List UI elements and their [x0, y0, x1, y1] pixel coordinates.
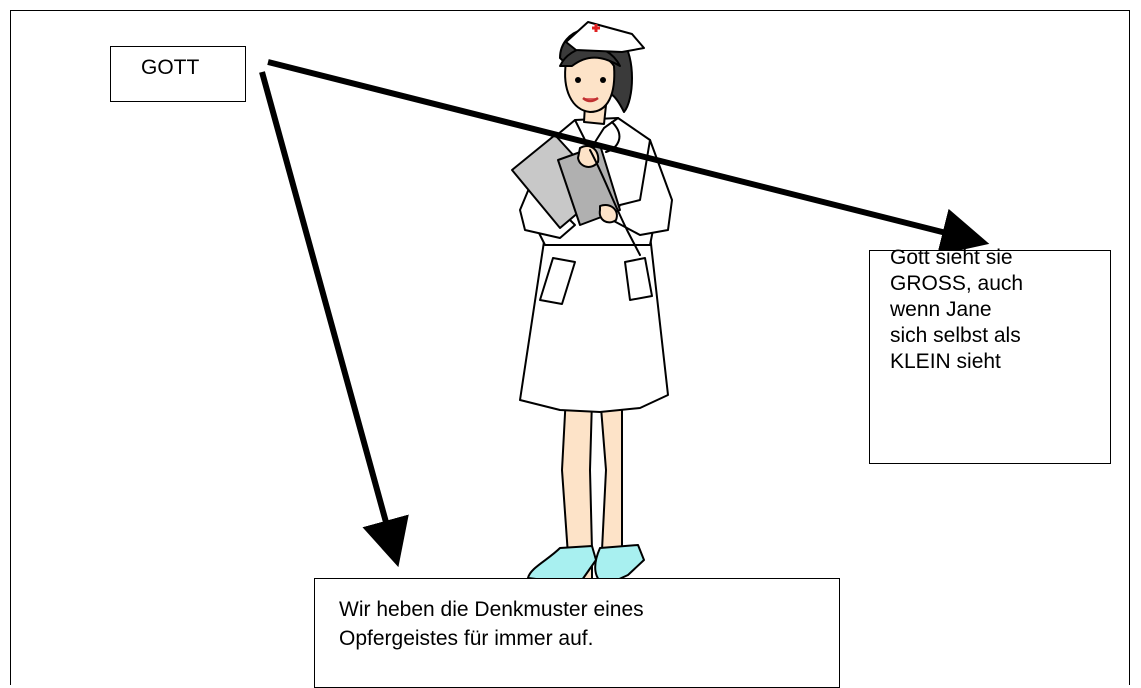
right-line-1: Gott sieht sie — [890, 245, 1110, 271]
arrow-god-to-bottom-box — [262, 72, 392, 544]
right-line-3: wenn Jane — [890, 297, 1110, 323]
arrow-god-to-right-box — [268, 62, 966, 238]
bottom-text-box: Wir heben die Denkmuster eines Opfergeis… — [314, 578, 840, 688]
bottom-line-2: Opfergeistes für immer auf. — [339, 624, 839, 653]
god-box: GOTT — [110, 46, 246, 102]
right-line-2: GROSS, auch — [890, 271, 1110, 297]
bottom-line-1: Wir heben die Denkmuster eines — [339, 595, 839, 624]
right-line-5: KLEIN sieht — [890, 349, 1110, 375]
god-label: GOTT — [141, 56, 199, 79]
right-line-4: sich selbst als — [890, 323, 1110, 349]
right-text-box: Gott sieht sie GROSS, auch wenn Jane sic… — [869, 250, 1111, 464]
